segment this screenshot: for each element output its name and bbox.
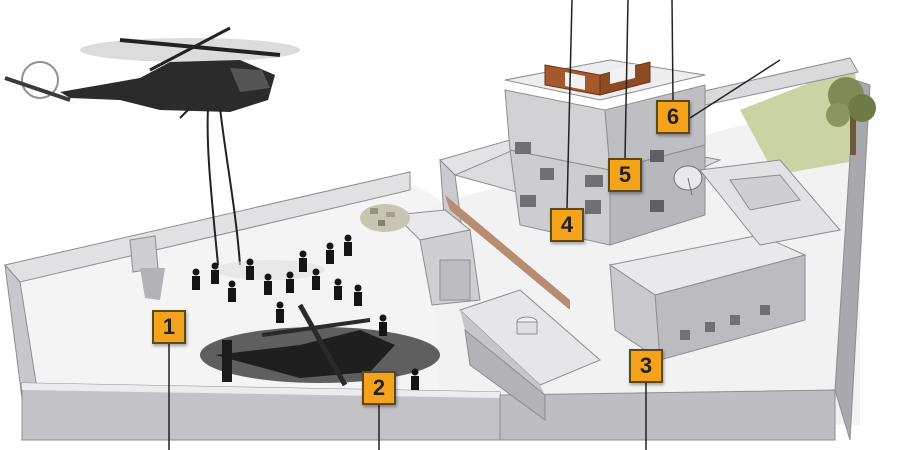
soldier — [379, 314, 387, 336]
soldier — [299, 250, 307, 272]
inner-walls — [393, 139, 570, 310]
soldier — [286, 271, 294, 293]
front-building — [459, 289, 601, 421]
soldier — [276, 301, 284, 323]
hovering-helicopter — [4, 26, 300, 119]
tree — [826, 77, 876, 155]
crashed-helicopter — [200, 303, 440, 387]
outer-wall — [4, 57, 871, 441]
soldier — [264, 273, 272, 295]
soldier — [312, 268, 320, 290]
soldier — [411, 368, 419, 390]
satellite-dish — [673, 165, 703, 196]
soldier — [334, 278, 342, 300]
soldier — [326, 242, 334, 264]
marker-5: 5 — [608, 158, 642, 192]
marker-1: 1 — [152, 310, 186, 344]
leader-lines — [168, 0, 781, 450]
soldier — [211, 262, 219, 284]
marker-3: 3 — [629, 349, 663, 383]
marker-6: 6 — [656, 100, 690, 134]
soldier — [246, 258, 254, 280]
marker-4: 4 — [550, 208, 584, 242]
soldiers — [192, 234, 419, 390]
soldier — [344, 234, 352, 256]
guest-house — [608, 159, 841, 361]
soldier — [192, 268, 200, 290]
soldier — [228, 280, 236, 302]
soldier — [354, 284, 362, 306]
rubble — [360, 204, 410, 232]
marker-2: 2 — [362, 371, 396, 405]
fast-ropes — [206, 107, 241, 266]
